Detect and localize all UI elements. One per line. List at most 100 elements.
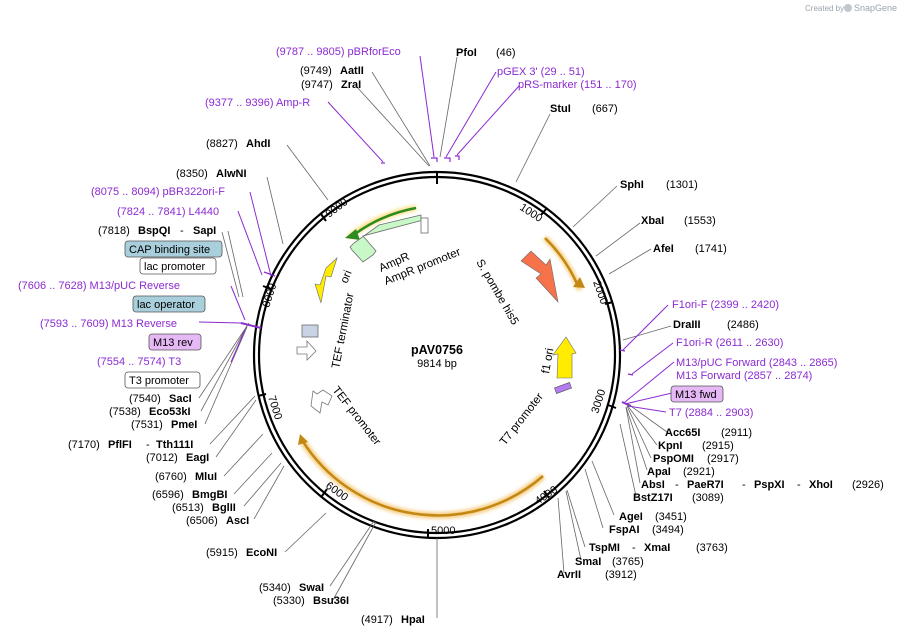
svg-text:AbsI: AbsI xyxy=(641,479,665,491)
svg-text:(6596): (6596) xyxy=(152,489,184,501)
primer-m13-reverse[interactable]: (7593 .. 7609) M13 Reverse xyxy=(40,318,177,330)
svg-text:(3912): (3912) xyxy=(605,569,637,581)
enzyme-avrii[interactable]: AvrII (3912) xyxy=(557,569,637,581)
enzyme-pspomi[interactable]: PspOMI (2917) xyxy=(653,453,739,465)
svg-text:XmaI: XmaI xyxy=(644,542,670,554)
primer-m13-forward[interactable]: M13 Forward (2857 .. 2874) xyxy=(676,370,812,382)
enzyme-absi-paer7i-pspxi-xhoi[interactable]: AbsI - PaeR7I - PspXI - XhoI (2926) xyxy=(641,479,884,491)
lac-operator-label[interactable]: lac operator xyxy=(137,299,195,311)
enzyme-kpni[interactable]: KpnI (2915) xyxy=(658,440,734,452)
lac-operator-box xyxy=(132,295,206,313)
feature-tef-terminator[interactable]: TEF terminator xyxy=(301,292,357,370)
enzyme-bspqi-sapi[interactable]: (7818) BspQI - SapI xyxy=(98,225,216,237)
svg-text:Acc65I: Acc65I xyxy=(665,427,700,439)
feature-spombe-his5[interactable]: S. pombe his5 xyxy=(473,235,585,328)
primer-pbr322ori-f[interactable]: (8075 .. 8094) pBR322ori-F xyxy=(91,186,225,198)
enzyme-fspai[interactable]: FspAI (3494) xyxy=(609,524,684,536)
svg-text:(2486): (2486) xyxy=(727,319,759,331)
enzyme-saci[interactable]: (7540) SacI xyxy=(129,393,192,405)
svg-text:AfeI: AfeI xyxy=(653,243,674,255)
m13-rev-label[interactable]: M13 rev xyxy=(153,337,193,349)
primer-prs-marker[interactable]: pRS-marker (151 .. 170) xyxy=(518,79,637,91)
enzyme-bsu36i[interactable]: (5330) Bsu36I xyxy=(273,595,349,607)
enzyme-zrai[interactable]: (9747) ZraI xyxy=(301,79,361,91)
enzyme-stui[interactable]: StuI (667) xyxy=(550,103,618,115)
enzyme-labels: PfoI (46) (9749) AatII (9747) ZraI StuI … xyxy=(68,47,884,626)
primer-amp-r[interactable]: (9377 .. 9396) Amp-R xyxy=(205,97,310,109)
enzyme-bglii[interactable]: (6513) BglII xyxy=(172,502,236,514)
svg-text:(9747): (9747) xyxy=(301,79,333,91)
enzyme-bstz17i[interactable]: BstZ17I (3089) xyxy=(633,492,724,504)
enzyme-leaders xyxy=(198,56,672,618)
feature-f1-ori[interactable]: f1 ori xyxy=(540,336,577,379)
svg-text:PspXI: PspXI xyxy=(754,479,785,491)
primer-f1ori-r[interactable]: F1ori-R (2611 .. 2630) xyxy=(676,337,783,349)
snapgene-logo-icon xyxy=(844,4,852,12)
svg-text:FspAI: FspAI xyxy=(609,524,640,536)
t3-promoter-label[interactable]: T3 promoter xyxy=(129,375,189,387)
svg-text:Bsu36I: Bsu36I xyxy=(313,595,349,607)
feature-t7-promoter[interactable]: T7 promoter xyxy=(498,382,572,448)
enzyme-asci[interactable]: (6506) AscI xyxy=(186,515,249,527)
f1-ori-label: f1 ori xyxy=(540,347,556,374)
lac-promoter-box xyxy=(139,257,217,275)
svg-text:SmaI: SmaI xyxy=(575,556,601,568)
svg-text:XbaI: XbaI xyxy=(641,215,664,227)
tef-terminator-label: TEF terminator xyxy=(330,292,356,370)
enzyme-swai[interactable]: (5340) SwaI xyxy=(259,582,324,594)
svg-text:-: - xyxy=(742,479,746,491)
spombe-his5-label: S. pombe his5 xyxy=(473,258,520,328)
enzyme-ahdi[interactable]: (8827) AhdI xyxy=(206,138,270,150)
enzyme-smai[interactable]: SmaI (3765) xyxy=(575,556,644,568)
primer-t7[interactable]: T7 (2884 .. 2903) xyxy=(669,407,753,419)
enzyme-aatii[interactable]: (9749) AatII xyxy=(300,65,364,77)
tick-label-5000: 5000 xyxy=(431,525,455,537)
m13-fwd-box xyxy=(670,385,724,403)
enzyme-acc65i[interactable]: Acc65I (2911) xyxy=(665,427,752,439)
enzyme-xbai[interactable]: XbaI (1553) xyxy=(641,215,716,227)
enzyme-eco53ki[interactable]: (7538) Eco53kI xyxy=(109,406,191,418)
tef-promoter-label: TEF promoter xyxy=(330,384,383,447)
snapgene-brand[interactable]: Created by SnapGene xyxy=(805,3,897,13)
primer-m13-puc-forward[interactable]: M13/pUC Forward (2843 .. 2865) xyxy=(676,357,837,369)
primer-l4440[interactable]: (7824 .. 7841) L4440 xyxy=(117,206,219,218)
enzyme-sphi[interactable]: SphI (1301) xyxy=(620,179,698,191)
enzyme-bmgbi[interactable]: (6596) BmgBI xyxy=(152,489,227,501)
svg-text:(5330): (5330) xyxy=(273,595,305,607)
feature-ori[interactable]: ori xyxy=(314,257,355,304)
primer-f1ori-f[interactable]: F1ori-F (2399 .. 2420) xyxy=(672,299,779,311)
svg-text:BstZ17I: BstZ17I xyxy=(633,492,673,504)
enzyme-alwni[interactable]: (8350) AlwNI xyxy=(176,168,247,180)
enzyme-econi[interactable]: (5915) EcoNI xyxy=(206,547,277,559)
tick-1000 xyxy=(540,207,548,216)
enzyme-tspmi-xmai[interactable]: TspMI - XmaI (3763) xyxy=(589,542,728,554)
enzyme-apai[interactable]: ApaI (2921) xyxy=(647,466,715,478)
cap-binding-site-label[interactable]: CAP binding site xyxy=(129,244,210,256)
svg-text:(667): (667) xyxy=(592,103,618,115)
svg-text:MluI: MluI xyxy=(195,471,217,483)
primer-m13-puc-reverse[interactable]: (7606 .. 7628) M13/pUC Reverse xyxy=(18,280,180,292)
primer-t3[interactable]: (7554 .. 7574) T3 xyxy=(97,356,181,368)
enzyme-agei[interactable]: AgeI (3451) xyxy=(619,511,687,523)
svg-text:Tth111I: Tth111I xyxy=(156,439,193,451)
primer-pgex3[interactable]: pGEX 3' (29 .. 51) xyxy=(497,66,585,78)
enzyme-pfoi[interactable]: PfoI (46) xyxy=(456,47,516,59)
lac-promoter-label[interactable]: lac promoter xyxy=(144,261,205,273)
svg-text:-: - xyxy=(146,439,150,451)
feature-ampr[interactable]: AmpR AmpR promoter xyxy=(345,205,463,288)
enzyme-mlui[interactable]: (6760) MluI xyxy=(155,471,217,483)
enzyme-pflfi-tth111i[interactable]: (7170) PflFI - Tth111I xyxy=(68,439,193,451)
enzyme-draiii[interactable]: DraIII (2486) xyxy=(673,319,759,331)
enzyme-afei[interactable]: AfeI (1741) xyxy=(653,243,727,255)
svg-text:(2921): (2921) xyxy=(683,466,715,478)
svg-text:PfoI: PfoI xyxy=(456,47,477,59)
svg-text:TspMI: TspMI xyxy=(589,542,620,554)
primer-pbrforeco[interactable]: (9787 .. 9805) pBRforEco xyxy=(276,46,401,58)
m13-fwd-label[interactable]: M13 fwd xyxy=(675,389,717,401)
ori-label: ori xyxy=(339,269,355,285)
svg-text:(3494): (3494) xyxy=(652,524,684,536)
enzyme-eagi[interactable]: (7012) EagI xyxy=(146,452,209,464)
enzyme-hpai[interactable]: (4917) HpaI xyxy=(361,614,425,626)
t7-promoter-label: T7 promoter xyxy=(498,391,546,448)
enzyme-pmei[interactable]: (7531) PmeI xyxy=(131,419,197,431)
